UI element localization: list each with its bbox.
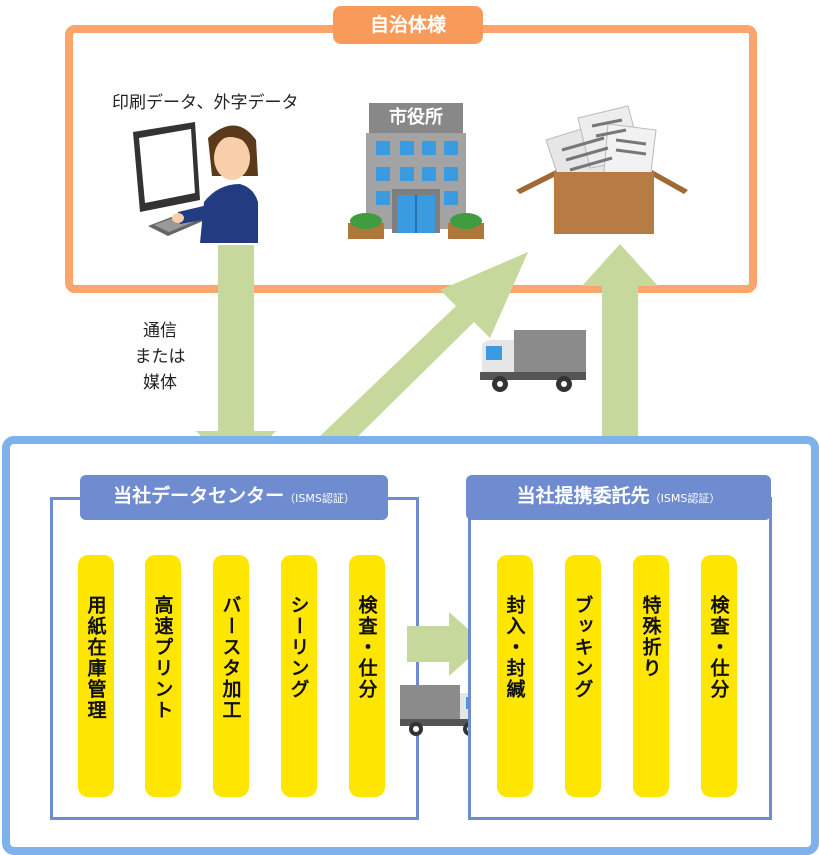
municipality-title: 自治体様 xyxy=(333,6,483,44)
data-center-header: 当社データセンター（ISMS認証） xyxy=(80,475,388,520)
process-special-folding: 特殊折り xyxy=(633,555,669,797)
transfer-method-label: 通信 または 媒体 xyxy=(120,318,200,396)
process-enclosing-sealing: 封入・封緘 xyxy=(497,555,533,797)
process-sealing: シーリング xyxy=(281,555,317,797)
delivery-truck-icon xyxy=(480,330,586,392)
right-arrow-to-partner xyxy=(407,612,485,676)
transfer-line-2: または xyxy=(134,347,186,367)
computer-operator-icon xyxy=(133,122,258,243)
process-booking: ブッキング xyxy=(565,555,601,797)
data-center-cert: （ISMS認証） xyxy=(284,492,355,505)
transfer-line-3: 媒体 xyxy=(143,373,177,393)
process-stock-management: 用紙在庫管理 xyxy=(78,555,114,797)
city-hall-icon xyxy=(348,133,484,239)
city-hall-sign: 市役所 xyxy=(369,103,463,133)
process-partner-inspection-sorting: 検査・仕分 xyxy=(701,555,737,797)
print-data-label: 印刷データ、外字データ xyxy=(112,93,299,113)
partner-header: 当社提携委託先（ISMS認証） xyxy=(466,475,771,520)
data-center-title: 当社データセンター xyxy=(113,485,285,507)
transfer-line-1: 通信 xyxy=(143,321,177,341)
process-inspection-sorting: 検査・仕分 xyxy=(349,555,385,797)
partner-cert: （ISMS認証） xyxy=(649,492,721,505)
process-high-speed-print: 高速プリント xyxy=(145,555,181,797)
document-box-icon xyxy=(516,105,688,234)
partner-title: 当社提携委託先 xyxy=(516,485,650,507)
process-burster: バースタ加工 xyxy=(213,555,249,797)
diagonal-arrow-to-city-hall xyxy=(318,252,528,456)
